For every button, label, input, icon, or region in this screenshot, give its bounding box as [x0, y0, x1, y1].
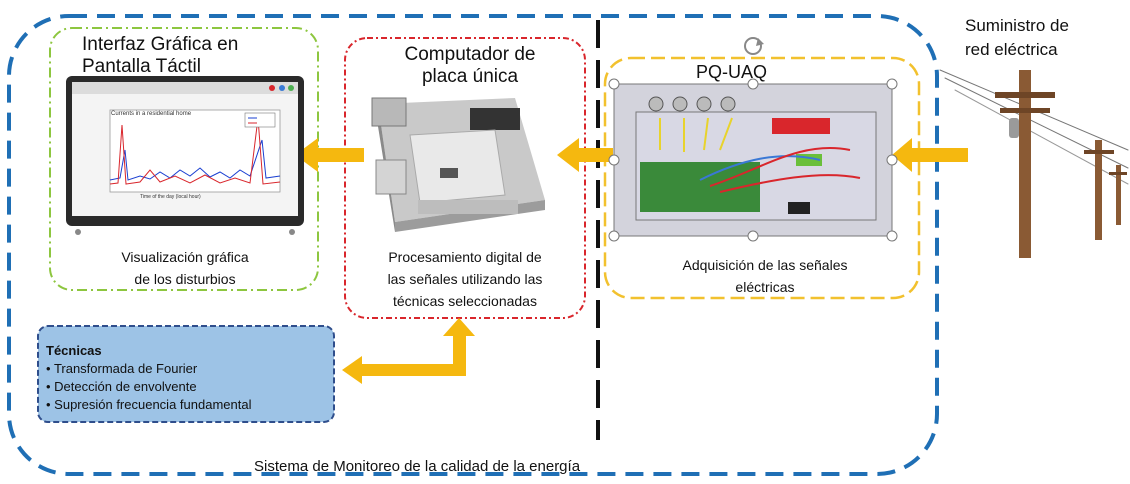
sbc-box [344, 37, 586, 319]
touch-screen-device [66, 76, 304, 235]
sbc-caption-line2: las señales utilizando las [387, 271, 543, 287]
sbc-title: Computador de placa única [385, 44, 555, 88]
single-board-computer [371, 97, 545, 232]
pquaq-device [608, 37, 898, 242]
arrow-sbc-to-display [295, 138, 364, 172]
screen-chart-xlabel: Time of the day (local hour) [140, 194, 201, 200]
system-boundary [7, 14, 939, 476]
techniques-list: Técnicas • Transformada de Fourier • Det… [46, 342, 251, 414]
pquaq-box [603, 56, 921, 300]
pquaq-caption-line1: Adquisición de las señales [682, 257, 848, 273]
sbc-caption-line3: técnicas seleccionadas [393, 293, 537, 309]
techniques-item: • Transformada de Fourier [46, 361, 198, 376]
sbc-caption-line1: Procesamiento digital de [388, 249, 542, 265]
techniques-item-text: Detección de envolvente [54, 379, 197, 394]
screen-chart-title: Currents in a residential home [111, 111, 192, 117]
arrow-pquaq-to-sbc [557, 138, 613, 172]
techniques-item: • Detección de envolvente [46, 379, 197, 394]
system-label: Sistema de Monitoreo de la calidad de la… [254, 458, 581, 475]
display-caption-line2: de los disturbios [134, 271, 236, 287]
techniques-title: Técnicas [46, 343, 102, 358]
display-caption: Visualización gráfica de los disturbios [60, 246, 310, 290]
supply-label-line2: red eléctrica [965, 40, 1058, 59]
arrow-supply-to-pquaq [892, 138, 968, 172]
pquaq-caption: Adquisición de las señales eléctricas [640, 254, 890, 298]
sbc-caption: Procesamiento digital de las señales uti… [345, 246, 585, 312]
display-caption-line1: Visualización gráfica [121, 249, 249, 265]
techniques-item-text: Supresión frecuencia fundamental [54, 397, 252, 412]
supply-label-line1: Suministro de [965, 16, 1069, 35]
techniques-box [37, 325, 335, 423]
techniques-item: • Supresión frecuencia fundamental [46, 397, 252, 412]
display-title: Interfaz Gráfica en Pantalla Táctil [82, 34, 238, 78]
display-title-line2: Pantalla Táctil [82, 56, 201, 77]
sbc-title-line2: placa única [421, 66, 519, 87]
pquaq-title: PQ-UAQ [696, 62, 768, 82]
supply-label: Suministro de red eléctrica [965, 14, 1069, 62]
techniques-item-text: Transformada de Fourier [53, 361, 198, 376]
utility-poles-image [939, 69, 1129, 258]
pquaq-caption-line2: eléctricas [735, 279, 795, 295]
arrow-techniques-sbc [342, 318, 475, 384]
sbc-title-line1: Computador de [404, 44, 536, 65]
display-title-line1: Interfaz Gráfica en [82, 34, 239, 55]
